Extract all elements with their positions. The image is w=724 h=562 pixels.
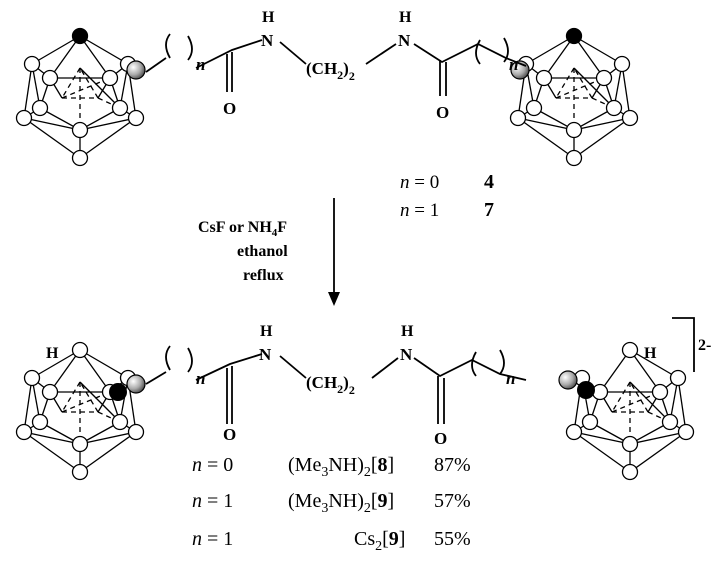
cage-vertex-atom	[535, 69, 553, 87]
reactant-labels: H N O n (CH2)2 H N O n	[196, 9, 518, 122]
n-index-left: n	[196, 55, 205, 74]
substituted-carbon-atom	[558, 370, 578, 390]
reactant-row-0: n = 0	[400, 172, 439, 193]
product-row-0-n: n = 0	[192, 454, 233, 476]
cage-vertex-atom	[23, 55, 41, 73]
cage-vertex-atom	[127, 423, 145, 441]
bridging-h-right: H	[644, 345, 657, 362]
carbonyl-o-left: O	[223, 99, 236, 118]
reaction-arrow	[328, 198, 340, 306]
cage-vertex-atom	[31, 99, 49, 117]
cage-vertex-atom	[581, 413, 599, 431]
cage-vertex-atom	[101, 69, 119, 87]
cage-vertex-atom	[71, 341, 89, 359]
product-carbonyl-o-left: O	[223, 425, 236, 444]
reactant-table: n = 0 4 n = 1 7	[400, 171, 494, 221]
cage-vertex-atom	[565, 149, 583, 167]
amide-n-left: N	[261, 31, 274, 50]
cage-vertex-atom	[15, 423, 33, 441]
cage-vertex-atom	[621, 435, 639, 453]
cage-vertex-atom	[565, 423, 583, 441]
cage-vertex-atom	[71, 27, 89, 45]
cage-vertex-atom	[23, 369, 41, 387]
amide-h-right: H	[399, 9, 412, 26]
reagent: CsF or NH4F	[198, 219, 287, 239]
cage-vertex-atom	[41, 69, 59, 87]
cage-vertex-atom	[15, 109, 33, 127]
cage-vertex-atom	[111, 99, 129, 117]
product-row-2-yield: 55%	[434, 528, 471, 550]
compound-4: 4	[484, 171, 494, 193]
cage-vertex-atom	[71, 121, 89, 139]
reactant-row-1: n = 1	[400, 200, 439, 221]
cage-vertex-atom	[621, 341, 639, 359]
reaction-conditions: CsF or NH4F ethanol reflux	[198, 219, 288, 284]
cage-vertex-atom	[613, 55, 631, 73]
product-row-2-n: n = 1	[192, 528, 233, 550]
cage-carbon-atom	[577, 381, 595, 399]
cage-vertex-atom	[71, 463, 89, 481]
cage-vertex-atom	[127, 109, 145, 127]
cage-vertex-atom	[651, 383, 669, 401]
cage-vertex-atom	[525, 99, 543, 117]
product-row-1-yield: 57%	[434, 490, 471, 512]
closo-carborane-cage-right	[509, 27, 639, 167]
cage-vertex-atom	[669, 369, 687, 387]
product-amide-n-right: N	[400, 345, 413, 364]
cage-vertex-atom	[677, 423, 695, 441]
cage-vertex-atom	[565, 27, 583, 45]
cage-vertex-atom	[31, 413, 49, 431]
product-row-1-n: n = 1	[192, 490, 233, 512]
charge-bracket: 2-	[672, 317, 711, 372]
product-n-index-left: n	[196, 369, 205, 388]
charge-label: 2-	[698, 337, 711, 354]
substituted-carbon-atom	[126, 374, 146, 394]
substituted-carbon-atom	[126, 60, 146, 80]
product-n-index-right: n	[506, 369, 515, 388]
product-table: n = 0 (Me3NH)2[8] 87% n = 1 (Me3NH)2[9] …	[192, 454, 471, 554]
nido-carborane-cage-right	[558, 341, 695, 481]
cage-vertex-atom	[621, 109, 639, 127]
cage-vertex-atom	[71, 435, 89, 453]
n-index-right: n	[509, 55, 518, 74]
product-chain	[145, 345, 527, 424]
product-row-1-salt: (Me3NH)2[9]	[288, 490, 394, 516]
closo-carborane-cage-left	[15, 27, 146, 167]
cage-carbon-atom	[109, 383, 127, 401]
product-amide-n-left: N	[259, 345, 272, 364]
cage-vertex-atom	[621, 463, 639, 481]
cage-vertex-atom	[595, 69, 613, 87]
product-amide-h-right: H	[401, 323, 414, 340]
product-carbonyl-o-right: O	[434, 429, 447, 448]
product-linker-label: (CH2)2	[306, 373, 355, 397]
compound-7: 7	[484, 199, 494, 221]
product-row-0-yield: 87%	[434, 454, 471, 476]
cage-vertex-atom	[661, 413, 679, 431]
nido-carborane-cage-left	[15, 341, 146, 481]
cage-vertex-atom	[605, 99, 623, 117]
carbonyl-o-right: O	[436, 103, 449, 122]
cage-vertex-atom	[41, 383, 59, 401]
temperature: reflux	[243, 267, 284, 284]
amide-n-right: N	[398, 31, 411, 50]
cage-vertex-atom	[111, 413, 129, 431]
cage-vertex-atom	[565, 121, 583, 139]
cage-vertex-atom	[71, 149, 89, 167]
amide-h-left: H	[262, 9, 275, 26]
linker-label: (CH2)2	[306, 59, 355, 83]
product-labels: H N O n (CH2)2 H N O n H H	[46, 323, 657, 448]
reactant-chain	[145, 33, 527, 96]
cage-vertex-atom	[509, 109, 527, 127]
product-row-2-salt: Cs2[9]	[354, 528, 405, 554]
product-amide-h-left: H	[260, 323, 273, 340]
bridging-h-left: H	[46, 345, 59, 362]
product-row-0-salt: (Me3NH)2[8]	[288, 454, 394, 480]
solvent: ethanol	[237, 243, 288, 260]
